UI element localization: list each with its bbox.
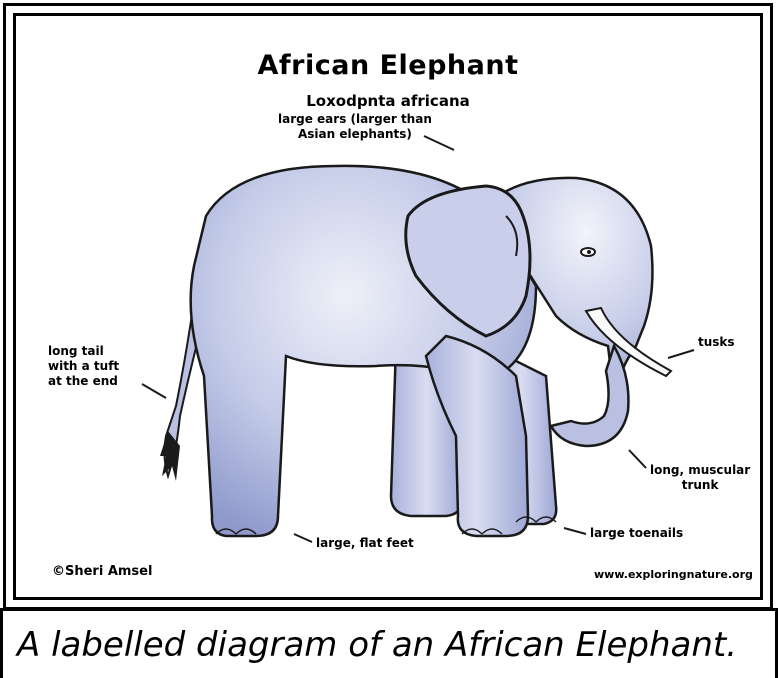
leader-tusks <box>668 350 694 358</box>
leader-toenails <box>564 528 586 534</box>
label-ears: large ears (larger than Asian elephants) <box>278 112 432 142</box>
leader-tail <box>142 384 166 398</box>
leader-feet <box>294 534 312 542</box>
caption-box: A labelled diagram of an African Elephan… <box>0 608 778 678</box>
label-tusks: tusks <box>698 335 735 350</box>
diagram-title: African Elephant <box>16 50 760 81</box>
label-trunk: long, muscular trunk <box>650 463 750 493</box>
website-url: www.exploringnature.org <box>594 568 753 581</box>
leader-trunk <box>629 450 646 468</box>
label-tail: long tail with a tuft at the end <box>48 344 119 389</box>
outer-frame: African Elephant Loxodpnta africana larg… <box>3 3 773 610</box>
caption-text: A labelled diagram of an African Elephan… <box>17 625 737 665</box>
label-toenails: large toenails <box>590 526 683 541</box>
diagram-panel: African Elephant Loxodpnta africana larg… <box>13 13 763 600</box>
diagram-subtitle: Loxodpnta africana <box>16 92 760 110</box>
label-feet: large, flat feet <box>316 536 414 551</box>
copyright-credit: ©Sheri Amsel <box>52 564 152 579</box>
trunk <box>551 346 628 446</box>
